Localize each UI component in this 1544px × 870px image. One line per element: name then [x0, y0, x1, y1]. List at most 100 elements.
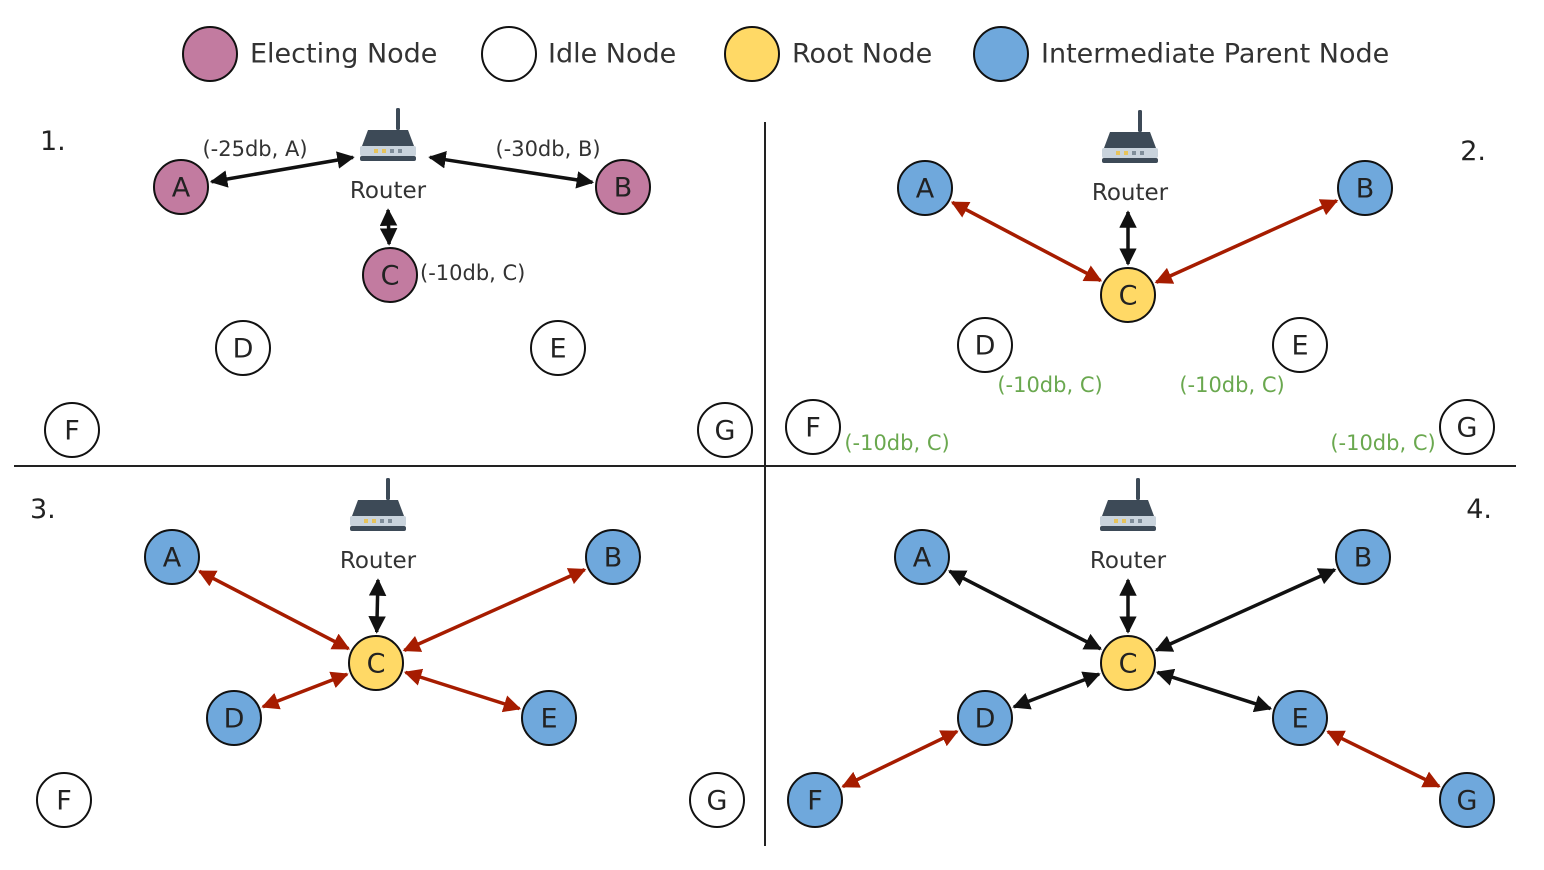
node-label: F [56, 786, 72, 817]
router-icon [1102, 110, 1158, 163]
node-circle [1337, 160, 1393, 216]
node-d: D [206, 690, 262, 746]
node-circle [530, 320, 586, 376]
node-g: G [1439, 399, 1495, 455]
node-label: E [549, 334, 566, 365]
node-circle [1272, 690, 1328, 746]
node-b: B [1337, 160, 1393, 216]
router-icon [1100, 478, 1156, 531]
signal-annotation: (-30db, B) [495, 137, 600, 161]
node-circle [1100, 635, 1156, 691]
node-circle [215, 320, 271, 376]
node-label: E [1291, 704, 1308, 735]
node-label: D [975, 704, 996, 735]
node-label: A [916, 174, 935, 205]
node-a: A [897, 160, 953, 216]
node-label: G [715, 416, 736, 447]
link-router-C [368, 578, 387, 634]
node-d: D [215, 320, 271, 376]
node-label: A [913, 543, 932, 574]
signal-annotation: (-10db, C) [1330, 431, 1435, 455]
panel-number: 4. [1466, 494, 1492, 525]
router-icon [360, 108, 416, 161]
link-C-A [948, 569, 1102, 651]
node-circle [1100, 267, 1156, 323]
node-circle [1439, 399, 1495, 455]
node-f: F [44, 402, 100, 458]
panel-number: 1. [40, 126, 66, 157]
node-b: B [1335, 529, 1391, 585]
node-g: G [1439, 772, 1495, 828]
node-c: C [362, 247, 418, 303]
legend-label: Intermediate Parent Node [1041, 39, 1389, 70]
node-circle [348, 635, 404, 691]
node-circle [585, 529, 641, 585]
signal-annotation: (-10db, C) [420, 261, 525, 285]
link-router-B [428, 151, 595, 189]
link-E-G [1326, 730, 1441, 788]
link-C-A [197, 569, 351, 651]
node-label: E [1291, 331, 1308, 362]
legend-item: Intermediate Parent Node [973, 26, 1389, 82]
node-label: G [1457, 413, 1478, 444]
node-b: B [585, 529, 641, 585]
node-circle [362, 247, 418, 303]
node-circle [1335, 529, 1391, 585]
node-label: D [224, 704, 245, 735]
router-icon [350, 478, 406, 531]
edges [197, 568, 587, 713]
node-label: C [1119, 281, 1138, 312]
node-label: F [807, 786, 823, 817]
node-circle [44, 402, 100, 458]
link-router-A [209, 151, 355, 188]
panel-4: 4. Router A B C D E F G [787, 478, 1495, 828]
nodes: A B C D E F G [36, 529, 745, 828]
node-label: C [1119, 649, 1138, 680]
legend-swatch [973, 26, 1029, 82]
node-label: G [707, 786, 728, 817]
node-circle [787, 772, 843, 828]
link-C-E [1155, 668, 1273, 713]
link-router-C [379, 208, 398, 246]
node-e: E [530, 320, 586, 376]
node-label: F [805, 413, 821, 444]
node-label: D [233, 334, 254, 365]
node-circle [144, 529, 200, 585]
node-label: E [540, 704, 557, 735]
node-label: A [172, 173, 191, 204]
legend-item: Electing Node [182, 26, 437, 82]
node-circle [785, 399, 841, 455]
node-label: F [64, 416, 80, 447]
legend-swatch [481, 26, 537, 82]
node-circle [957, 690, 1013, 746]
legend-label: Electing Node [250, 39, 437, 70]
node-e: E [1272, 317, 1328, 373]
link-C-B [402, 568, 587, 652]
link-C-A [950, 200, 1103, 283]
node-label: C [367, 649, 386, 680]
node-c: C [1100, 635, 1156, 691]
link-C-D [261, 671, 349, 710]
link-C-B [1154, 568, 1337, 652]
node-circle [206, 690, 262, 746]
node-circle [595, 159, 651, 215]
node-g: G [689, 772, 745, 828]
node-label: B [1354, 543, 1373, 574]
node-circle [894, 529, 950, 585]
node-b: B [595, 159, 651, 215]
link-D-F [841, 729, 959, 789]
node-label: G [1457, 786, 1478, 817]
node-a: A [153, 159, 209, 215]
router-label: Router [1092, 180, 1169, 206]
node-circle [697, 402, 753, 458]
node-a: A [144, 529, 200, 585]
node-c: C [1100, 267, 1156, 323]
edges [209, 151, 595, 246]
router-label: Router [1090, 548, 1167, 574]
legend-label: Idle Node [548, 39, 676, 70]
